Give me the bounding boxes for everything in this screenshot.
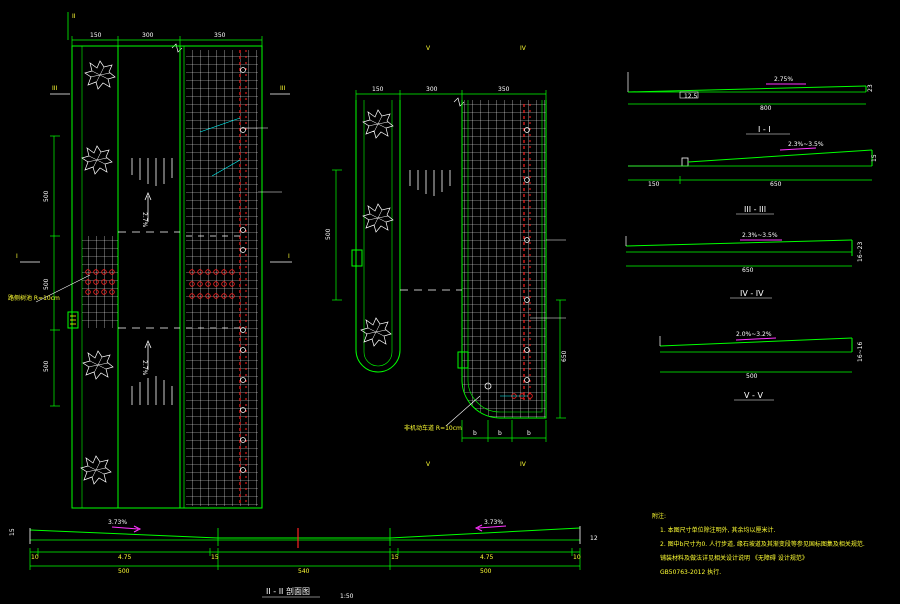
section3-slope: 2.3%~3.5%: [788, 141, 824, 148]
crossing-grid: [82, 236, 118, 328]
section2-side-dim: 15: [871, 154, 878, 162]
plan2-dim-right: 650: [561, 350, 568, 362]
notes-line-1: 1. 本图尺寸单位除注明外, 其余均以厘米计.: [660, 526, 775, 534]
plan2-radius-label: 非机动车道 R=10cm: [404, 424, 462, 432]
long-section-slope-left: 3.73%: [108, 519, 127, 526]
longitudinal-section: 3.73% 3.73% 10 4.75 15 15 4.75 10 500 54…: [9, 519, 598, 600]
section-V-title: V - V: [744, 391, 763, 400]
signal-pole-icon: [457, 351, 469, 369]
section-IV-title: IV - IV: [740, 289, 764, 298]
long-side-dim-right: 12: [590, 535, 598, 542]
tactile-dots-right: [189, 269, 235, 299]
long-dim-small-5: 4.75: [480, 554, 494, 561]
tree-icon: [362, 203, 394, 233]
plan-view-1: II III III I I 150 300 350: [8, 12, 292, 509]
long-dim-small-3: 15: [211, 554, 219, 561]
section2-dim-1: 150: [648, 181, 660, 188]
section-V-V: 2.0%~3.2% 500 16~16 V - V: [659, 331, 864, 401]
section-marker: IV: [520, 461, 527, 468]
section1-bottom-dim: 800: [760, 105, 772, 112]
paving-grid-2: [462, 100, 546, 418]
tactile-dots-left: [85, 269, 115, 295]
section-IV-slope: 2.3%~3.5%: [742, 232, 778, 239]
plan2-dim-bottom-3: b: [527, 430, 531, 437]
plan1-dim-top-2: 300: [142, 32, 154, 39]
plan2-dim-left: 500: [325, 228, 332, 240]
notes-line-4: GB50763-2012 执行.: [660, 568, 721, 576]
slope-label: 2.7%: [141, 212, 148, 228]
section2-dim-2: 650: [770, 181, 782, 188]
long-dim-small-6: 10: [573, 554, 581, 561]
tree-icon: [81, 145, 113, 175]
section-marker-top: II: [72, 13, 76, 20]
plan2-dim-top-1: 150: [372, 86, 384, 93]
long-section-slope-right: 3.73%: [484, 519, 503, 526]
section-IV-IV: 2.3%~3.5% 650 16~23 IV - IV: [625, 232, 864, 299]
plan1-dim-left-2: 500: [43, 278, 50, 290]
slope-label-2: 2.7%: [141, 360, 148, 376]
plan2-dim-top-2: 300: [426, 86, 438, 93]
long-dim-big-1: 500: [118, 568, 130, 575]
section-marker-right: III: [280, 85, 286, 92]
tree-icon: [80, 455, 112, 485]
paving-grid-1: [186, 50, 258, 506]
section-marker-left: III: [52, 85, 58, 92]
section1-left-dim: 12.5: [684, 93, 698, 100]
plan2-dim-top-3: 350: [498, 86, 510, 93]
signal-pole-icon: [67, 311, 79, 329]
plan1-dim-left-1: 500: [43, 190, 50, 202]
plan2-dim-bottom-1: b: [473, 430, 477, 437]
long-dim-big-2: 540: [298, 568, 310, 575]
tree-icon: [82, 350, 114, 380]
notes-line-3: 铺装材料及做法详见相关设计说明 《无障碍 设计规范》: [660, 554, 808, 562]
signal-pole-icon: [351, 249, 363, 267]
plan-view-2: V IV V IV 150 300 350: [325, 45, 568, 468]
long-dim-small-2: 4.75: [118, 554, 132, 561]
plan1-tree-radius-label: 路侧树池 R=10cm: [8, 294, 60, 302]
section1-title: I - I: [758, 125, 771, 134]
long-section-scale: 1:50: [340, 593, 354, 600]
section-marker: V: [426, 461, 431, 468]
section-I-I: 2.75% 12.5 800 23 I - I: [627, 72, 874, 135]
section-V-side-dim: 16~16: [857, 342, 864, 362]
section-marker: IV: [520, 45, 527, 52]
long-side-dim-left: 15: [9, 528, 16, 536]
long-dim-small-4: 15: [391, 554, 399, 561]
long-dim-small-1: 10: [31, 554, 39, 561]
plan1-dim-top-3: 350: [214, 32, 226, 39]
section-V-bottom-dim: 500: [746, 373, 758, 380]
section-IV-side-dim: 16~23: [857, 242, 864, 262]
plan2-dim-bottom-2: b: [498, 430, 502, 437]
section-marker-mid-left: I: [16, 253, 18, 260]
plan1-dim-top-1: 150: [90, 32, 102, 39]
section-V-slope: 2.0%~3.2%: [736, 331, 772, 338]
section2-title: III - III: [744, 205, 766, 214]
section1-side-dim: 23: [867, 84, 874, 92]
notes-heading: 附注:: [652, 512, 666, 520]
section-marker-mid-right: I: [288, 253, 290, 260]
tree-icon: [362, 109, 394, 139]
tree-icon: [360, 317, 392, 347]
notes-line-2: 2. 图中b尺寸为0. 人行步道, 缘石坡道及其渐变段等参见国标图集及相关规范.: [660, 540, 865, 548]
notes-block: 附注: 1. 本图尺寸单位除注明外, 其余均以厘米计. 2. 图中b尺寸为0. …: [652, 512, 865, 576]
section-III-III: 2.3%~3.5% 150 650 15 III - III: [628, 141, 878, 215]
section1-slope: 2.75%: [774, 76, 793, 83]
long-dim-big-3: 500: [480, 568, 492, 575]
section-marker: V: [426, 45, 431, 52]
tree-icon: [84, 60, 116, 90]
plan1-dim-left-3: 500: [43, 360, 50, 372]
section-IV-bottom-dim: 650: [742, 267, 754, 274]
long-section-title: II - II 剖面图: [266, 586, 310, 596]
